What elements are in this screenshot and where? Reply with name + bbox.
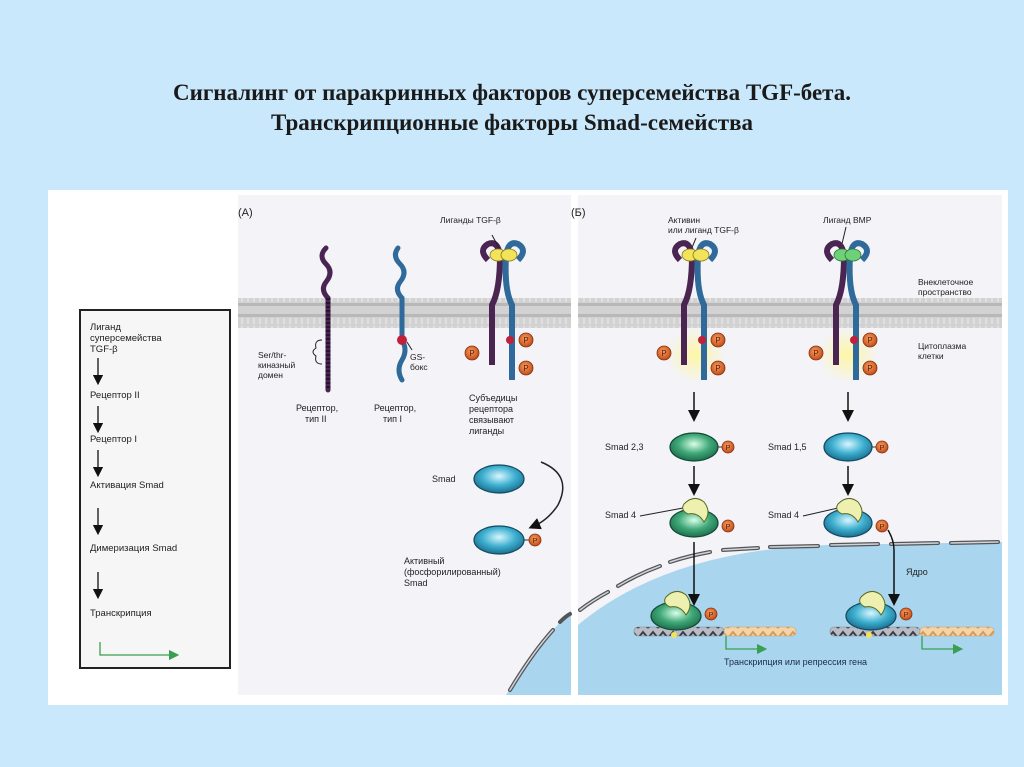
receptor-type-2 (319, 245, 333, 393)
nucleus-label: Ядро (906, 567, 928, 577)
phosphate-icon (808, 345, 824, 361)
receptor-complex-a (480, 240, 526, 380)
receptor-complex-activin: P P P (656, 240, 726, 380)
phosphate-icon (710, 360, 726, 376)
dna-right (829, 626, 995, 637)
phosphate-icon (518, 360, 534, 376)
flow-step-1-line-3: TGF-β (90, 344, 118, 355)
tgf-ligands-label: Лиганды TGF-β (440, 215, 501, 225)
extracellular-label: Внеклеточное пространство (918, 277, 976, 297)
svg-text:P: P (532, 536, 537, 545)
smad4-label-right: Smad 4 (768, 510, 799, 520)
smad4-icon (682, 498, 709, 523)
transcription-arrow-icon (99, 642, 180, 661)
svg-text:P: P (725, 443, 730, 452)
smad15-label: Smad 1,5 (768, 442, 807, 452)
svg-text:P: P (879, 443, 884, 452)
phosphate-icon (875, 440, 889, 454)
smad4-icon (664, 591, 691, 616)
figure: Лиганд суперсемейства TGF-β Рецептор II … (48, 190, 1008, 705)
phosphate-icon (518, 332, 534, 348)
svg-text:P: P (661, 349, 666, 358)
phosphate-icon (875, 519, 889, 533)
title-line-2: Транскрипционные факторы Smad-семейства (270, 110, 753, 135)
receptor-type-1 (392, 245, 408, 383)
phosphate-icon (899, 607, 913, 621)
flow-step-6: Транскрипция (90, 608, 152, 619)
transcription-label: Транскрипция или репрессия гена (724, 657, 867, 667)
smad-active-icon (473, 525, 525, 555)
svg-text:P: P (867, 336, 872, 345)
flow-step-1-line-2: суперсемейства (90, 333, 162, 344)
flow-step-4: Активация Smad (90, 480, 164, 491)
phosphate-icon (528, 533, 542, 547)
dna-left (633, 626, 797, 637)
svg-text:P: P (523, 336, 528, 345)
smad15-icon (823, 432, 873, 462)
signaling-diagram: Лиганд суперсемейства TGF-β Рецептор II … (79, 195, 1002, 695)
flow-step-5: Димеризация Smad (90, 543, 177, 554)
membrane-b (578, 298, 1002, 328)
smad4-icon (859, 591, 886, 616)
title-line-1: Сигналинг от паракринных факторов суперс… (172, 80, 852, 105)
svg-text:P: P (469, 349, 474, 358)
flow-step-3: Рецептор I (90, 434, 137, 445)
phosphate-icon (862, 332, 878, 348)
svg-text:P: P (903, 610, 908, 619)
phosphate-icon (464, 345, 480, 361)
svg-text:P: P (523, 364, 528, 373)
phosphate-icon (710, 332, 726, 348)
svg-text:P: P (725, 522, 730, 531)
smad4-icon (836, 498, 863, 523)
receptor-2-label: Рецептор, тип II (296, 403, 341, 424)
activin-label: Активин или лиганд TGF-β (668, 215, 739, 235)
bmp-ligand-label: Лиганд ВМР (823, 215, 872, 225)
transcription-arrow-icon (725, 636, 768, 655)
svg-text:P: P (708, 610, 713, 619)
active-smad-label: Активный (фосфорилированный) Smad (404, 556, 503, 588)
smad23-label: Smad 2,3 (605, 442, 644, 452)
svg-text:P: P (879, 522, 884, 531)
phosphate-icon (862, 360, 878, 376)
smad-inactive-icon (473, 464, 525, 494)
smad23-icon (669, 432, 719, 462)
panel-a-label: (А) (238, 207, 253, 219)
phosphate-group: P P P (464, 332, 534, 376)
svg-text:P: P (813, 349, 818, 358)
phosphate-icon (721, 519, 735, 533)
phosphate-icon (704, 607, 718, 621)
svg-text:P: P (715, 364, 720, 373)
complex-label: Субъедицы рецептора связывают лиганды (469, 393, 520, 436)
gs-box-label: GS- бокс (410, 352, 428, 372)
activation-arrow-icon (528, 461, 564, 530)
receptor-complex-bmp: P P P (808, 240, 878, 380)
svg-text:P: P (715, 336, 720, 345)
flow-step-1: Лиганд суперсемейства TGF-β (90, 322, 164, 355)
svg-text:P: P (867, 364, 872, 373)
slide-title: Сигналинг от паракринных факторов суперс… (0, 78, 1024, 138)
kinase-domain-brace (312, 339, 323, 365)
receptor-1-label: Рецептор, тип I (374, 403, 419, 424)
gs-box-marker (397, 335, 407, 345)
flowchart: Лиганд суперсемейства TGF-β Рецептор II … (79, 309, 231, 669)
phosphate-icon (656, 345, 672, 361)
flow-step-1-line-1: Лиганд (90, 322, 121, 333)
nucleus-region (578, 542, 1002, 695)
flow-step-2: Рецептор II (90, 390, 140, 401)
phosphate-icon (721, 440, 735, 454)
smad-label: Smad (432, 474, 456, 484)
transcription-arrow-icon (921, 636, 964, 655)
cytoplasm-label: Цитоплазма клетки (918, 341, 969, 361)
kinase-domain-label: Ser/thr- киназный домен (258, 350, 298, 380)
panel-b-label: (Б) (571, 207, 586, 219)
arrow-down-icon (887, 529, 900, 606)
flowchart-box (79, 309, 231, 669)
smad4-label-left: Smad 4 (605, 510, 636, 520)
